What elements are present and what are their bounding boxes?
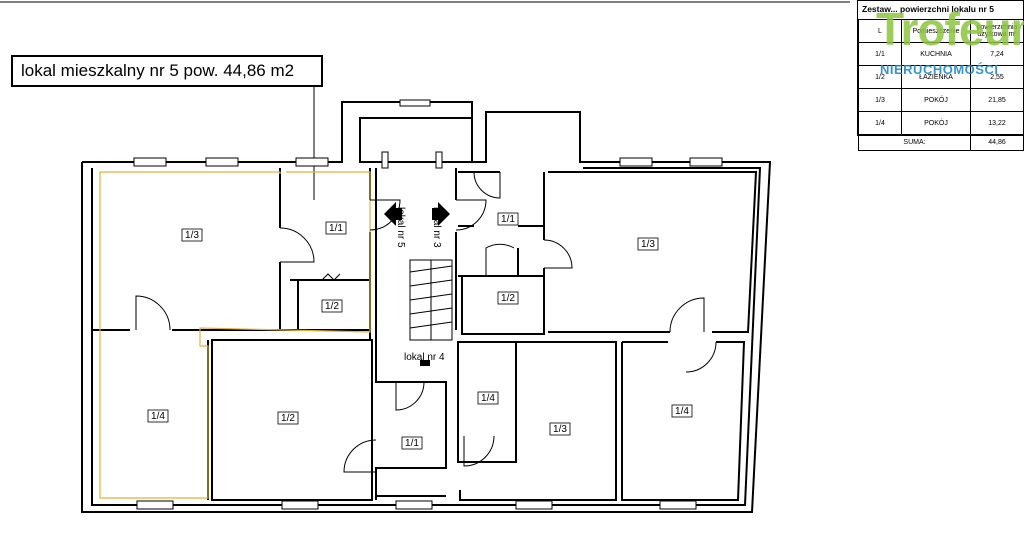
legend-cell: 7,24	[970, 42, 1024, 66]
legend-cell: POKÓJ	[901, 88, 971, 112]
legend-header-cell: powierzchnia użytkowa m²	[970, 19, 1024, 43]
room-label: 1/3	[553, 424, 567, 435]
room-label: 1/4	[481, 393, 495, 404]
legend-header-cell: L	[858, 19, 902, 43]
legend-cell: 1/4	[858, 111, 902, 135]
room-label: 1/2	[325, 301, 339, 312]
door-swings	[135, 171, 717, 473]
room-labels	[147, 212, 693, 450]
legend-cell: 1/2	[858, 65, 902, 89]
stair-label-right: lokal nr 3	[431, 207, 442, 248]
room-label: 1/1	[329, 223, 343, 234]
legend-row: 1/2 ŁAZIENKA 2,55	[858, 65, 1024, 89]
legend-cell: KUCHNIA	[901, 42, 971, 66]
arrow-left-icon	[384, 202, 402, 226]
legend-grid: L Pomieszczenie powierzchnia użytkowa m²…	[858, 19, 1024, 151]
room-label: 1/2	[281, 413, 295, 424]
room-label: 1/4	[151, 411, 165, 422]
bottom-windows	[136, 500, 697, 510]
legend-cell: 1/1	[858, 42, 902, 66]
legend-header-row: L Pomieszczenie powierzchnia użytkowa m²	[858, 19, 1024, 43]
room-label: 1/3	[641, 239, 655, 250]
staircase	[409, 259, 453, 341]
legend-cell: ŁAZIENKA	[901, 65, 971, 89]
stair-label-left: lokal nr 5	[395, 207, 406, 248]
leader-line	[240, 85, 315, 200]
legend-title: Zestaw... powierzchni lokalu nr 5	[862, 4, 994, 14]
legend-cell: 21,85	[970, 88, 1024, 112]
room-label: 1/4	[675, 406, 689, 417]
legend-row: 1/4 POKÓJ 13,22	[858, 111, 1024, 135]
room-label: 1/2	[501, 293, 515, 304]
legend-header-cell: Pomieszczenie	[901, 19, 971, 43]
room-label: 1/1	[405, 438, 419, 449]
legend-cell: 1/3	[858, 88, 902, 112]
outer-walls	[81, 101, 772, 513]
legend-sum-label: SUMA:	[858, 134, 971, 151]
legend-row: 1/1 KUCHNIA 7,24	[858, 42, 1024, 66]
room-label: 1/1	[501, 214, 515, 225]
arrow-down-icon	[412, 360, 430, 376]
arrow-right-icon	[432, 202, 450, 226]
legend-sum-row: SUMA: 44,86	[858, 134, 1024, 151]
legend-sum-value: 44,86	[970, 134, 1024, 151]
apartment-title-box: lokal mieszkalny nr 5 pow. 44,86 m2	[11, 55, 323, 87]
top-windows	[133, 99, 723, 169]
legend-cell: POKÓJ	[901, 111, 971, 135]
legend-row: 1/3 POKÓJ 21,85	[858, 88, 1024, 112]
legend-cell: 2,55	[970, 65, 1024, 89]
legend-cell: 13,22	[970, 111, 1024, 135]
room-label: 1/3	[185, 230, 199, 241]
stair-label-bottom: lokal nr 4	[404, 352, 445, 363]
interior-walls	[92, 168, 758, 501]
area-legend-table: Zestaw... powierzchni lokalu nr 5 L Pomi…	[857, 0, 1024, 151]
entry-arrows	[384, 202, 450, 376]
apartment-highlight	[99, 171, 371, 499]
apartment-title: lokal mieszkalny nr 5 pow. 44,86 m2	[21, 61, 295, 80]
